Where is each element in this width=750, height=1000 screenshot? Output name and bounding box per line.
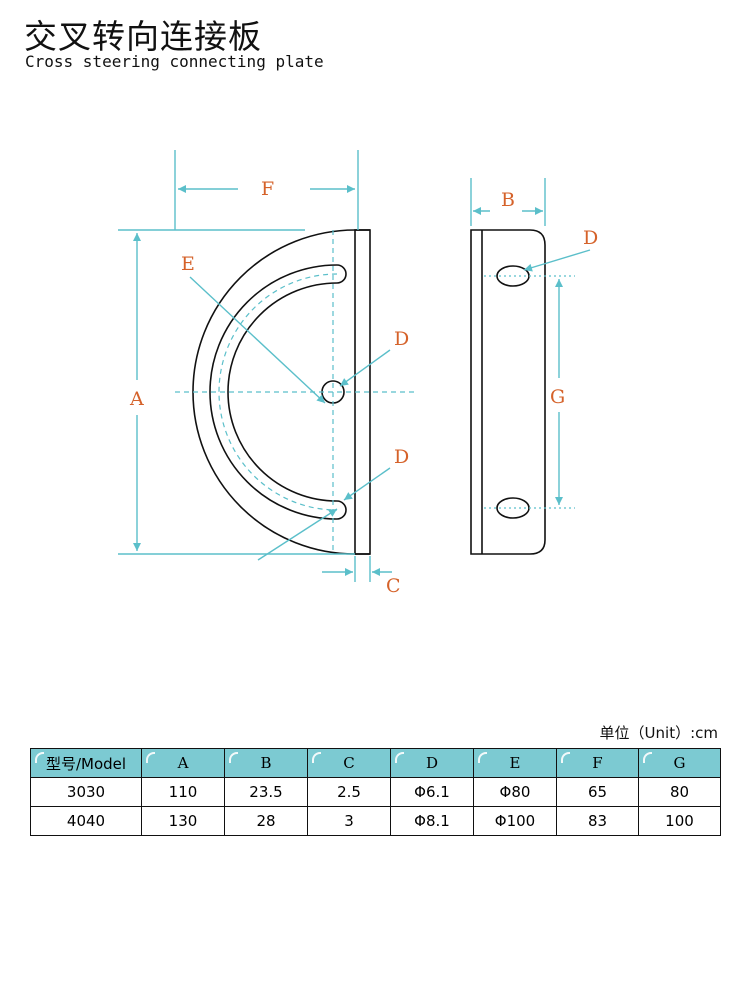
front-dimensions	[118, 150, 392, 582]
dimension-labels: F E A D D C B D G	[129, 178, 598, 597]
table-cell: Φ100	[473, 806, 557, 836]
table-cell: 65	[556, 777, 639, 807]
table-cell: Φ80	[473, 777, 557, 807]
header-cell: F	[556, 748, 639, 778]
header-cell: A	[141, 748, 225, 778]
table-cell: 23.5	[224, 777, 308, 807]
header-cell: D	[390, 748, 474, 778]
table-cell: Φ8.1	[390, 806, 474, 836]
front-view	[192, 229, 371, 555]
table-row: 3030 110 23.5 2.5 Φ6.1 Φ80 65 80	[30, 777, 721, 807]
side-view	[470, 229, 546, 555]
table-cell: 100	[638, 806, 721, 836]
table-cell: 4040	[30, 806, 142, 836]
curved-slot	[209, 264, 347, 520]
label-G: G	[550, 386, 565, 408]
header-cell: E	[473, 748, 557, 778]
label-D-side: D	[583, 227, 598, 249]
table-cell: 83	[556, 806, 639, 836]
unit-label: 单位（Unit）:cm	[599, 724, 718, 742]
table-cell: 3	[307, 806, 391, 836]
label-C: C	[386, 575, 401, 597]
label-E: E	[181, 253, 195, 275]
table-cell: 2.5	[307, 777, 391, 807]
label-D-lower: D	[394, 446, 409, 468]
table-cell: 130	[141, 806, 225, 836]
title-chinese: 交叉转向连接板	[24, 17, 262, 56]
header-cell: 型号/Model	[30, 748, 142, 778]
label-D-center: D	[394, 328, 409, 350]
header-cell: G	[638, 748, 721, 778]
technical-drawing: F E A D D C B D G	[118, 150, 598, 597]
header-cell: C	[307, 748, 391, 778]
front-centerlines	[175, 230, 415, 554]
side-centerlines	[484, 275, 575, 509]
table-header-row: 型号/Model A B C D E F G	[30, 748, 721, 778]
label-F: F	[261, 178, 274, 200]
side-plate-outline	[470, 229, 546, 555]
label-B: B	[501, 189, 515, 211]
header-cell: B	[224, 748, 308, 778]
table-cell: 28	[224, 806, 308, 836]
table-cell: Φ6.1	[390, 777, 474, 807]
side-dimensions	[470, 178, 591, 505]
table-cell: 80	[638, 777, 721, 807]
spec-table: 型号/Model A B C D E F G 3030 110 23.5 2.5…	[30, 748, 721, 836]
table-cell: 3030	[30, 777, 142, 807]
label-A: A	[129, 388, 144, 410]
table-row: 4040 130 28 3 Φ8.1 Φ100 83 100	[30, 806, 721, 836]
title-english: Cross steering connecting plate	[25, 52, 324, 71]
table-cell: 110	[141, 777, 225, 807]
